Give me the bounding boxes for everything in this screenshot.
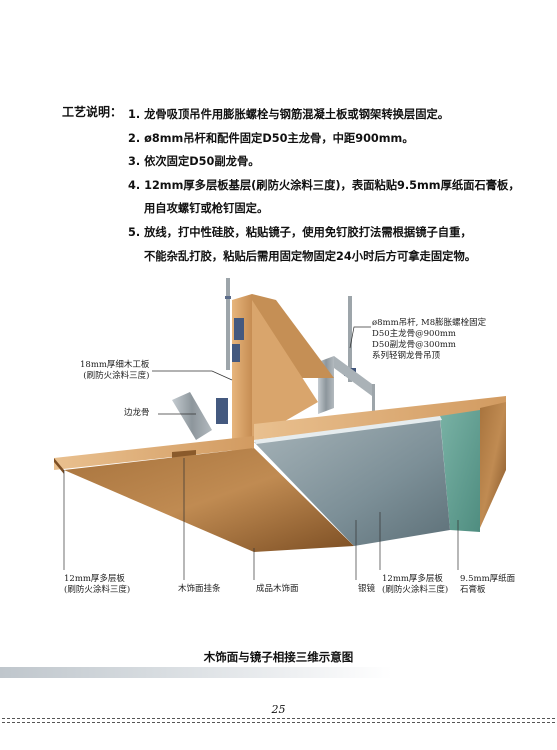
plywood-left-top [54, 436, 254, 470]
hanger-bracket [232, 344, 240, 362]
label-mirror-text: 银镜 [358, 584, 376, 594]
label-edge-keel: 边龙骨 [124, 408, 150, 419]
label-blockboard-line: (刷防火涂料三度) [83, 371, 150, 381]
label-hanger-line: 系列轻钢龙骨吊顶 [372, 351, 441, 361]
process-step: 2. ø8mm吊杆和配件固定D50主龙骨，中距900mm。 [128, 131, 414, 145]
process-step-continued: 用自攻螺钉或枪钉固定。 [144, 202, 269, 216]
caption-bar [0, 667, 392, 678]
gypsum-board [440, 410, 480, 532]
label-blockboard: 18mm厚细木工板 (刷防火涂料三度) [80, 360, 149, 382]
process-steps: 1. 龙骨吸顶吊件用膨胀螺栓与钢筋混凝土板或钢架转换层固定。 2. ø8mm吊杆… [128, 103, 548, 268]
plywood-right-top [254, 396, 506, 440]
blockboard-side [252, 300, 318, 440]
label-wood-finish: 成品木饰面 [256, 584, 299, 595]
wood-finish-panel [64, 448, 354, 552]
hanger-bracket [216, 398, 228, 424]
process-step: 4. 12mm厚多层板基层(刷防火涂料三度)，表面粘贴9.5mm厚纸面石膏板， [128, 178, 520, 192]
process-step: 3. 依次固定D50副龙骨。 [128, 155, 260, 169]
page-number: 25 [271, 703, 286, 716]
label-wood-finish-text: 成品木饰面 [256, 584, 299, 594]
hanger-rod [225, 278, 231, 370]
mirror-edge [254, 416, 442, 444]
leader-line [349, 326, 371, 349]
process-heading: 工艺说明： [62, 105, 123, 119]
steel-keel-top [334, 356, 372, 396]
label-gypsum-line: 9.5mm厚纸面 [460, 574, 516, 584]
label-wood-strip-text: 木饰面挂条 [178, 584, 221, 594]
label-hanger: ø8mm吊杆, M8膨胀螺栓固定 D50主龙骨@900mm D50副龙骨@300… [372, 318, 486, 362]
label-plywood-right: 12mm厚多层板 (刷防火涂料三度) [382, 574, 448, 596]
label-plywood-left: 12mm厚多层板 (刷防火涂料三度) [64, 574, 130, 596]
label-plywood-right-line: 12mm厚多层板 [382, 574, 443, 584]
label-plywood-left-line: (刷防火涂料三度) [64, 585, 131, 595]
label-edge-keel-text: 边龙骨 [124, 408, 150, 418]
mirror [254, 418, 450, 546]
plywood-right-body [480, 402, 506, 528]
footer-rule [2, 718, 555, 719]
leader-line [152, 370, 233, 381]
process-step: 1. 龙骨吸顶吊件用膨胀螺栓与钢筋混凝土板或钢架转换层固定。 [128, 108, 450, 121]
label-hanger-line: D50主龙骨@900mm [372, 329, 456, 339]
label-hanger-line: ø8mm吊杆, M8膨胀螺栓固定 [372, 318, 487, 328]
label-blockboard-line: 18mm厚细木工板 [80, 360, 150, 370]
process-step: 5. 放线，打中性硅胶，粘贴镜子，使用免钉胶打法需根据镜子自重， [128, 225, 472, 239]
label-hanger-line: D50副龙骨@300mm [372, 340, 456, 350]
label-wood-strip: 木饰面挂条 [178, 584, 221, 595]
secondary-steel-keel [172, 392, 212, 440]
footer-rule [2, 722, 555, 723]
wood-finish-edge [54, 458, 64, 474]
label-plywood-right-line: (刷防火涂料三度) [382, 585, 449, 595]
hanger-rod [372, 384, 375, 412]
label-gypsum-line: 石膏板 [460, 585, 486, 595]
process-step-continued: 不能杂乱打胶，粘贴后需用固定物固定24小时后方可拿走固定物。 [144, 249, 477, 263]
leader-lines [63, 326, 459, 580]
label-plywood-left-line: 12mm厚多层板 [64, 574, 125, 584]
label-gypsum: 9.5mm厚纸面 石膏板 [460, 574, 515, 596]
diagram-caption: 木饰面与镜子相接三维示意图 [203, 650, 354, 664]
label-mirror: 银镜 [358, 584, 375, 595]
hanger-bracket [234, 318, 244, 340]
